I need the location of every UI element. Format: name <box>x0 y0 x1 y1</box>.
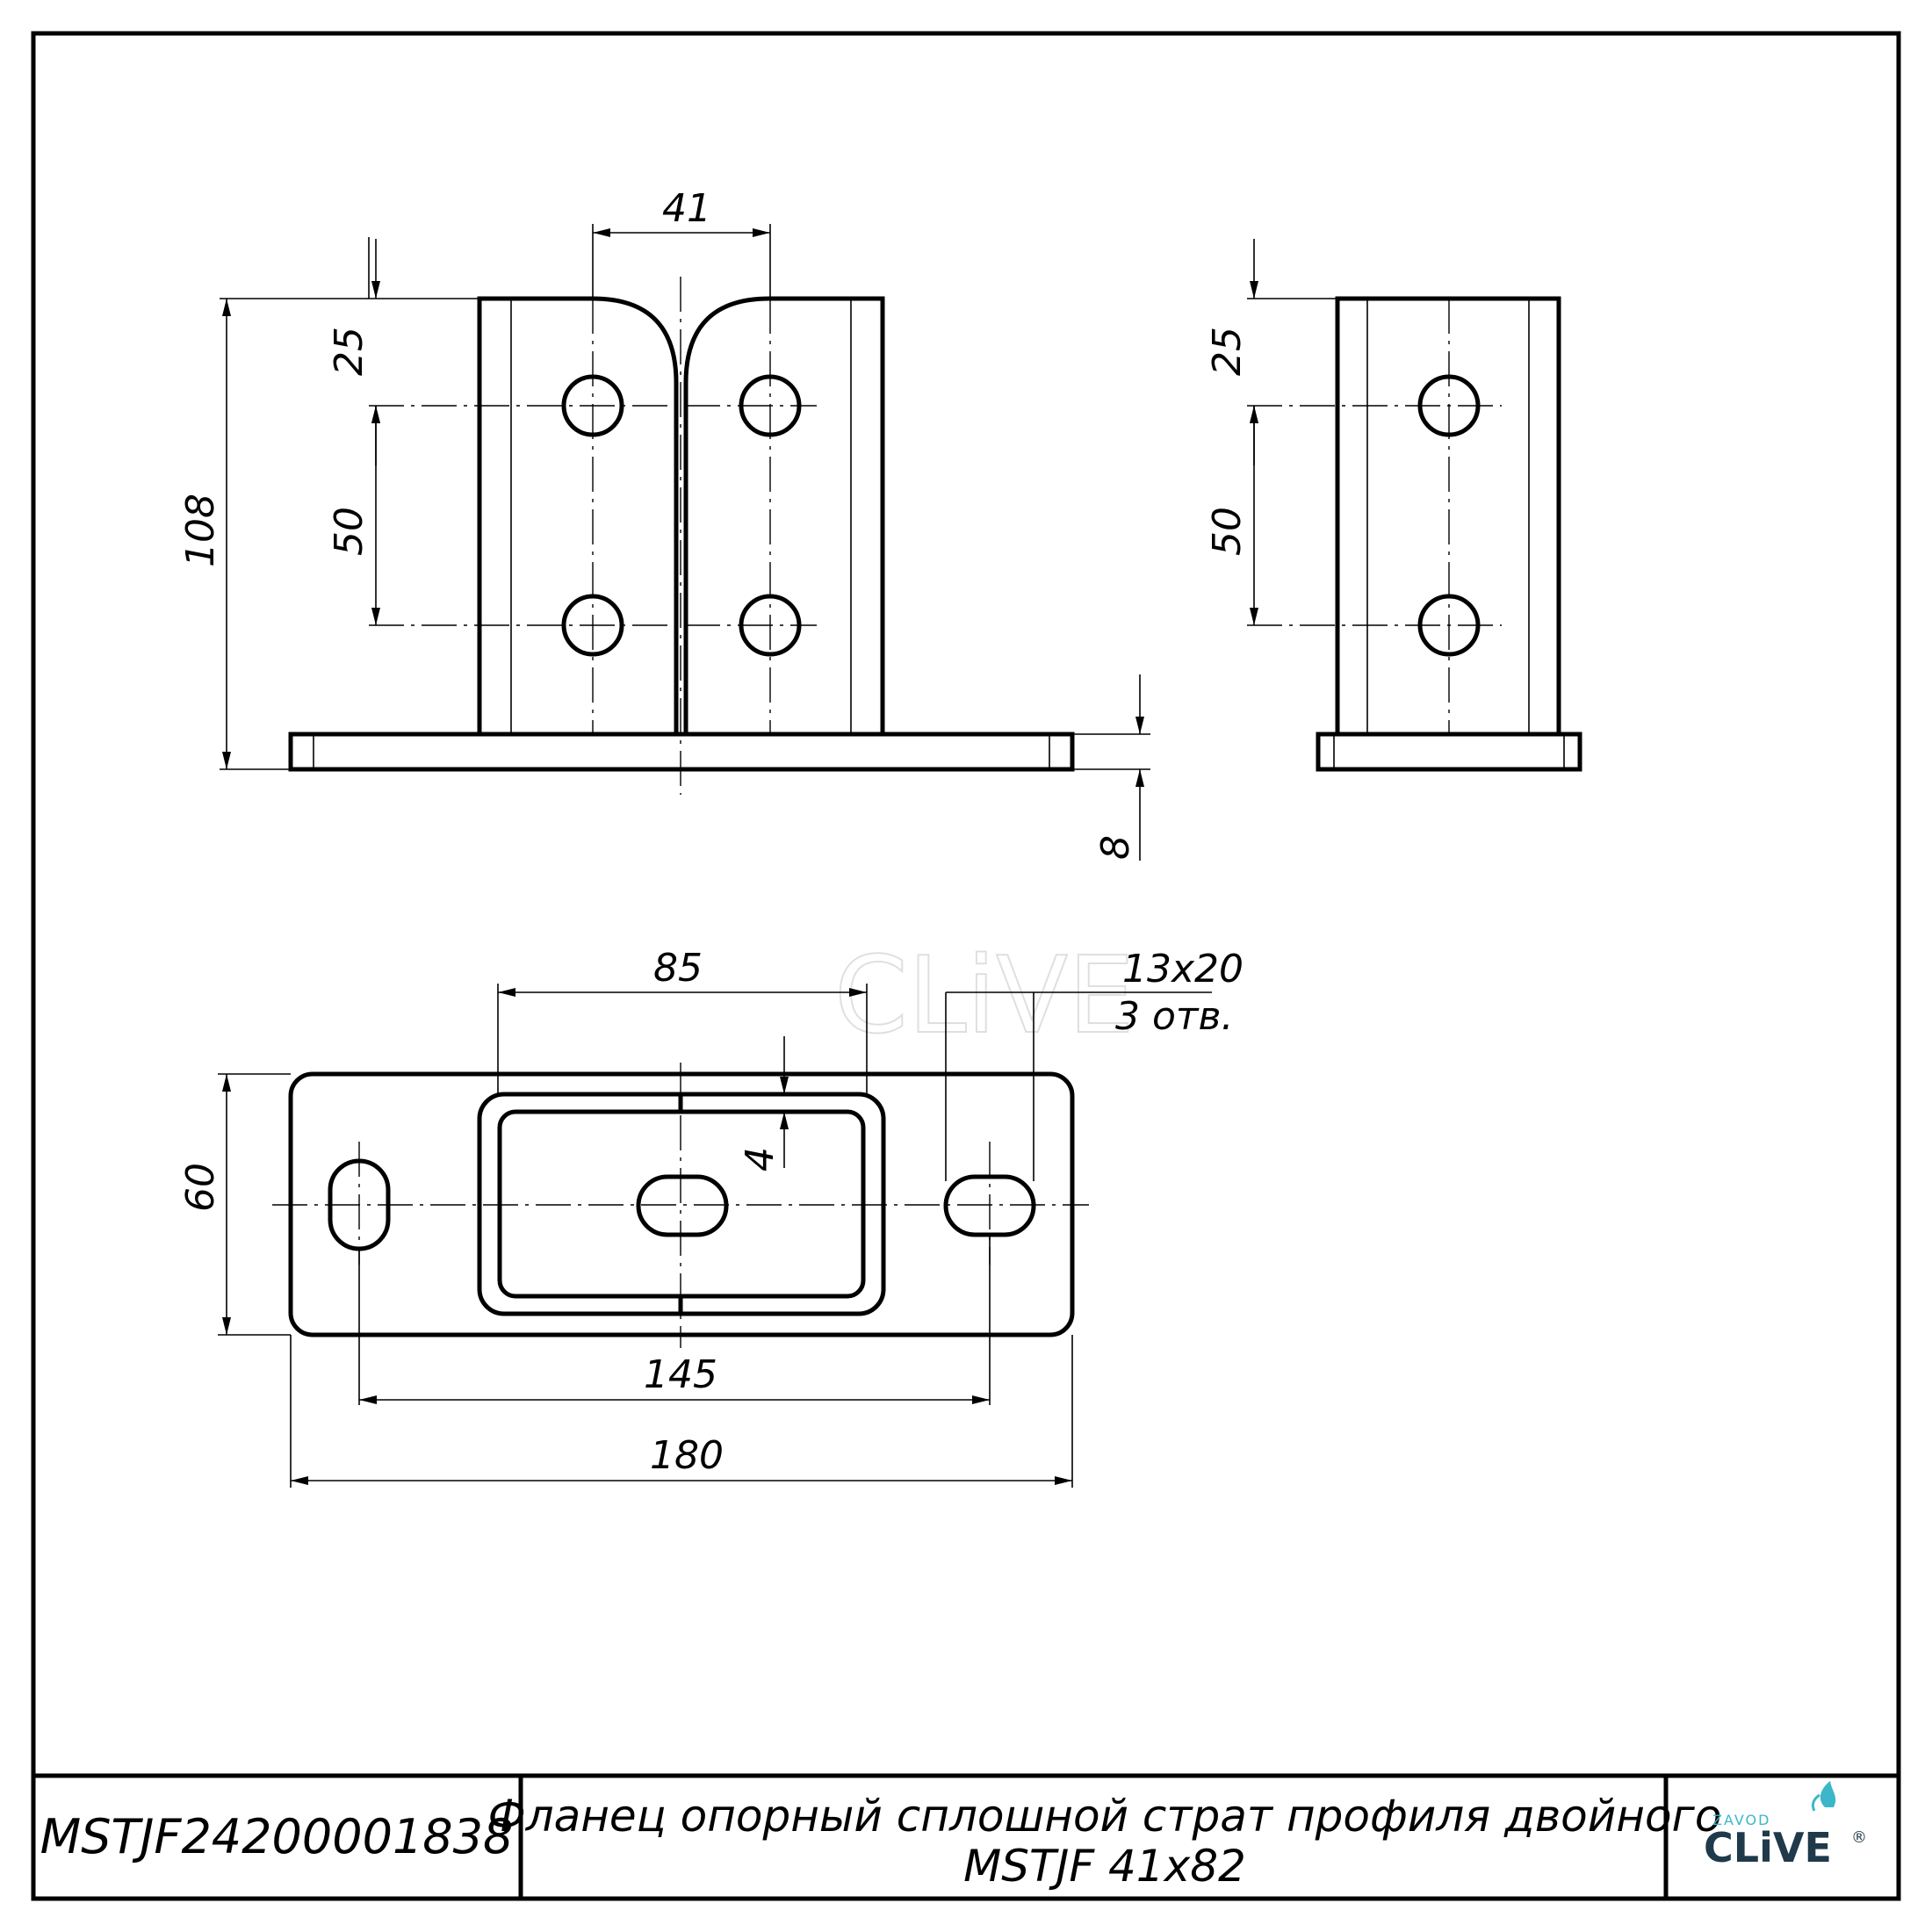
front-base-plate <box>288 732 1075 772</box>
top-view: 85 13x20 3 отв. 4 60 145 180 <box>178 946 1244 1488</box>
dim-slot-centers: 145 <box>644 1352 717 1397</box>
drawing-frame <box>31 31 1901 1901</box>
dim-hole-spacing: 50 <box>327 507 371 556</box>
side-strut <box>1335 296 1561 737</box>
watermark: CLiVE <box>833 934 1135 1058</box>
title-line-1: Фланец опорный сплошной страт профиля дв… <box>488 1791 1722 1842</box>
title-block: MSTJF24200001838 Фланец опорный сплошной… <box>40 1781 1867 1892</box>
logo-small-text: ZAVOD <box>1712 1812 1770 1828</box>
side-base-plate <box>1316 732 1582 772</box>
logo-registered: ® <box>1851 1828 1867 1847</box>
dim-overall-height: 108 <box>178 494 223 567</box>
company-logo: ZAVOD CLiVE ® <box>1704 1781 1867 1871</box>
front-left-strut <box>477 296 679 734</box>
slot-size-label: 13x20 <box>1122 947 1244 991</box>
dim-gap: 4 <box>738 1147 782 1171</box>
title-line-2: MSTJF 41x82 <box>963 1841 1246 1892</box>
top-strut-inner <box>497 1109 866 1299</box>
dim-width: 60 <box>178 1163 223 1212</box>
front-view: 108 25 50 41 8 <box>178 186 1150 861</box>
side-dim-hole-spacing: 50 <box>1205 507 1250 556</box>
top-strut-outer <box>477 1092 886 1316</box>
dim-plate-thickness: 8 <box>1093 835 1138 860</box>
flame-icon <box>1820 1781 1836 1807</box>
top-slot-center <box>636 1174 729 1237</box>
slot-count-label: 3 отв. <box>1115 994 1233 1039</box>
dim-slot-span: 85 <box>653 946 703 991</box>
dim-length: 180 <box>650 1433 724 1478</box>
side-dim-top-to-hole: 25 <box>1205 327 1250 376</box>
front-right-strut <box>683 296 885 734</box>
dim-hole-pitch: 41 <box>662 186 711 231</box>
side-view: 25 50 <box>1205 239 1582 772</box>
part-number: MSTJF24200001838 <box>40 1809 514 1864</box>
watermark-text: CLiVE <box>834 935 1135 1057</box>
dim-top-to-hole: 25 <box>327 327 371 376</box>
logo-brand: CLiVE <box>1704 1824 1832 1871</box>
